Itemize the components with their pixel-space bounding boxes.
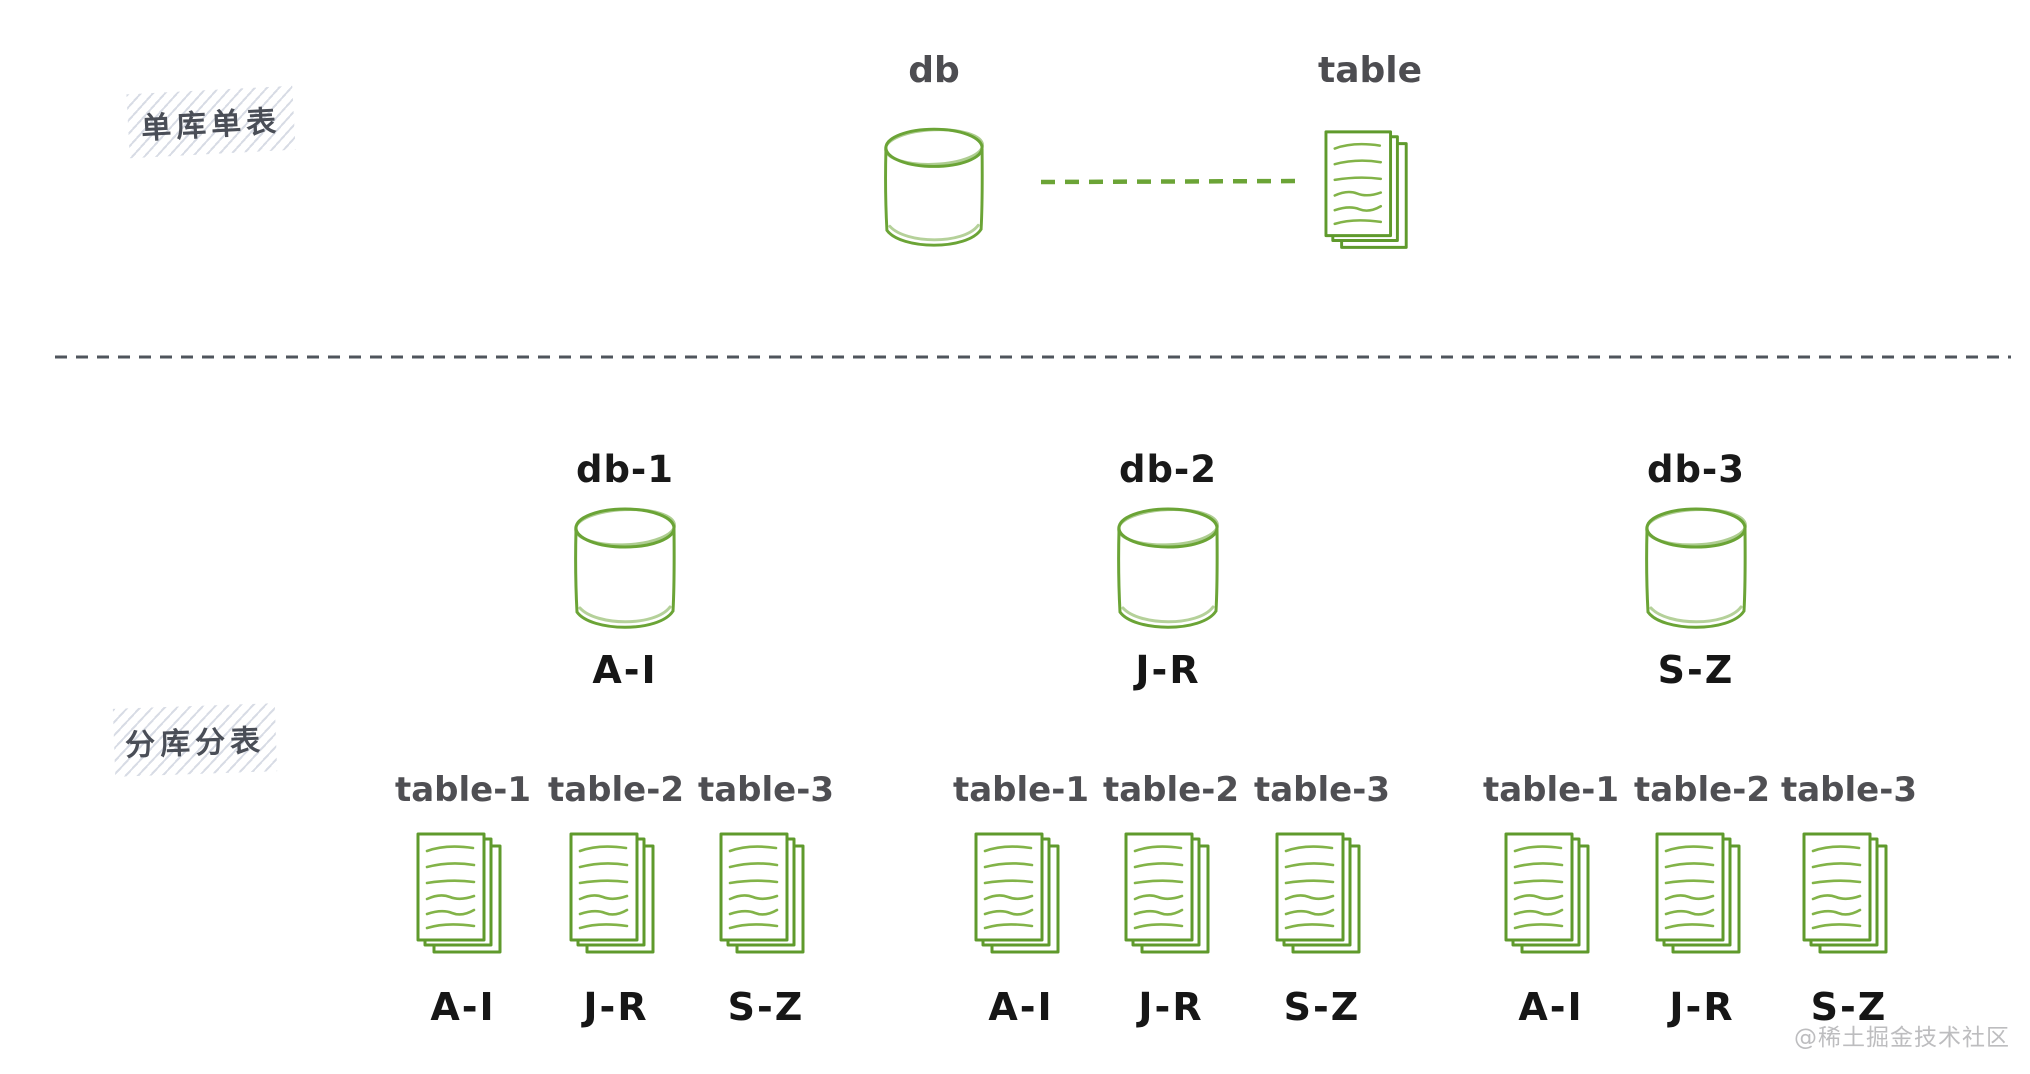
document-stack-icon	[1324, 129, 1416, 261]
table-unit: table-1 A-I	[1476, 770, 1626, 1029]
database-cylinder-icon	[1643, 506, 1749, 636]
table-range-label: A-I	[430, 985, 496, 1029]
table-unit: table-1 A-I	[946, 770, 1096, 1029]
document-stack-icon	[974, 832, 1068, 965]
db-name-label: db-2	[1118, 448, 1218, 491]
database-cylinder-icon	[1115, 506, 1221, 636]
document-stack-icon	[719, 832, 813, 965]
section-label-single: 单库单表	[126, 85, 296, 159]
table-range-label: J-R	[583, 985, 649, 1029]
table-range-label: S-Z	[1283, 985, 1361, 1029]
table-name-label: table-3	[1780, 770, 1918, 810]
document-stack-icon	[1275, 832, 1369, 965]
db-name-label: db-1	[575, 448, 675, 491]
table-unit: table-3 S-Z	[1774, 770, 1924, 1029]
single-table-unit: table	[1290, 50, 1450, 261]
db-label: db	[908, 50, 960, 91]
table-name-label: table-2	[1102, 770, 1240, 810]
table-unit: table-1 A-I	[388, 770, 538, 1029]
table-name-label: table-1	[1482, 770, 1620, 810]
document-stack-icon	[1655, 832, 1749, 965]
document-stack-icon	[1802, 832, 1896, 965]
table-label: table	[1317, 50, 1423, 91]
single-db-unit: db	[854, 50, 1014, 256]
section-label-sharded: 分库分表	[112, 703, 278, 777]
table-range-label: J-R	[1138, 985, 1204, 1029]
table-name-label: table-3	[1253, 770, 1391, 810]
table-name-label: table-2	[1633, 770, 1771, 810]
table-name-label: table-1	[952, 770, 1090, 810]
document-stack-icon	[1504, 832, 1598, 965]
db-range-label: A-I	[592, 648, 658, 692]
db-range-label: J-R	[1135, 648, 1201, 692]
table-name-label: table-1	[394, 770, 532, 810]
database-cylinder-icon	[572, 506, 678, 636]
db-table-dashed-connector	[1040, 178, 1300, 185]
db-group-3: db-3 S-Z	[1616, 448, 1776, 692]
section-divider-dashed-line	[55, 355, 2011, 359]
table-name-label: table-2	[547, 770, 685, 810]
table-unit: table-2 J-R	[1627, 770, 1777, 1029]
table-unit: table-2 J-R	[1096, 770, 1246, 1029]
table-unit: table-3 S-Z	[1247, 770, 1397, 1029]
db-group-2: db-2 J-R	[1088, 448, 1248, 692]
db-group-1: db-1 A-I	[545, 448, 705, 692]
table-range-label: S-Z	[1810, 985, 1888, 1029]
table-range-label: A-I	[1518, 985, 1584, 1029]
database-cylinder-icon	[882, 124, 986, 256]
db-range-label: S-Z	[1657, 648, 1735, 692]
table-name-label: table-3	[697, 770, 835, 810]
table-range-label: A-I	[988, 985, 1054, 1029]
document-stack-icon	[416, 832, 510, 965]
table-unit: table-2 J-R	[541, 770, 691, 1029]
document-stack-icon	[569, 832, 663, 965]
watermark-text: @稀土掘金技术社区	[1794, 1025, 2010, 1051]
document-stack-icon	[1124, 832, 1218, 965]
db-name-label: db-3	[1646, 448, 1746, 491]
table-unit: table-3 S-Z	[691, 770, 841, 1029]
table-range-label: S-Z	[727, 985, 805, 1029]
table-range-label: J-R	[1669, 985, 1735, 1029]
